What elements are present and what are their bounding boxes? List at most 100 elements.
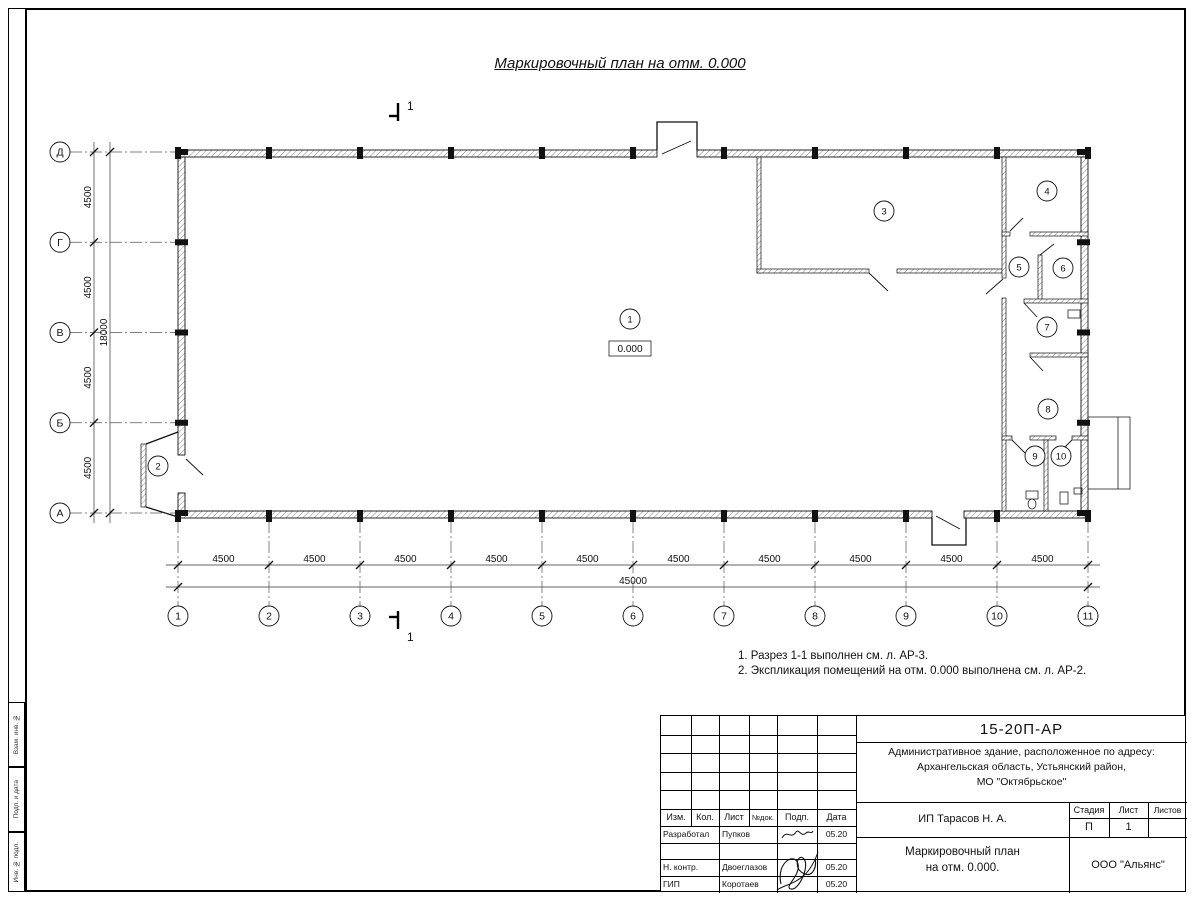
- tick: [992, 560, 1002, 570]
- grid-line: [661, 790, 856, 791]
- column-mark: [539, 147, 545, 159]
- section-mark-top: 1: [389, 99, 414, 121]
- column-mark: [1077, 419, 1090, 426]
- sheet-title-line: на отм. 0.000.: [925, 862, 1000, 874]
- axis-label: 11: [1083, 611, 1094, 623]
- column-mark: [448, 147, 454, 159]
- row-date: 05.20: [825, 879, 848, 889]
- drawing-title: Маркировочный план на отм. 0.000: [494, 55, 746, 72]
- row-name: Коротаев: [722, 879, 759, 889]
- axis-label: Б: [57, 417, 64, 429]
- grid-line: [1109, 802, 1110, 837]
- grid-line: [856, 742, 1187, 743]
- col-podp: Подп.: [785, 812, 809, 822]
- grid-line: [1069, 818, 1187, 819]
- dim-label: 4500: [667, 554, 690, 565]
- dim-label: 4500: [849, 554, 872, 565]
- axis-bubble: [49, 502, 71, 524]
- column-mark: [448, 510, 454, 522]
- tick: [105, 508, 115, 518]
- sheet-frame: [25, 8, 1186, 892]
- dim-label: 4500: [303, 554, 326, 565]
- col-izm: Изм.: [666, 812, 686, 822]
- exit-tambour-bottom: [931, 518, 967, 546]
- grid-line: [661, 859, 856, 860]
- tick: [901, 560, 911, 570]
- stage-label: Стадия: [1073, 805, 1105, 815]
- axis-label: Д: [56, 147, 63, 159]
- axis-bubble: [440, 605, 462, 627]
- tick: [173, 582, 183, 592]
- room-marker: [1036, 180, 1058, 202]
- dim-total-label: 45000: [619, 576, 647, 587]
- dim-label: 4500: [485, 554, 508, 565]
- column-mark: [175, 329, 188, 336]
- tick: [719, 560, 729, 570]
- axis-label: 6: [630, 611, 636, 623]
- axis-label: Г: [57, 237, 63, 249]
- axis-bubble: [713, 605, 735, 627]
- axis-bubble: [531, 605, 553, 627]
- grid-line: [856, 837, 1187, 838]
- row-role: ГИП: [663, 879, 680, 889]
- dim-label: 4500: [576, 554, 599, 565]
- dim-label: 4500: [83, 456, 94, 479]
- room-number: 7: [1044, 323, 1049, 334]
- grid-line: [691, 716, 692, 826]
- room-marker: [873, 200, 895, 222]
- axis-bubble: [167, 605, 189, 627]
- axis-label: 3: [357, 611, 363, 623]
- room-number: 1: [627, 315, 632, 326]
- axis-label: 9: [903, 611, 909, 623]
- room-marker: [1037, 398, 1059, 420]
- axis-bubble: [349, 605, 371, 627]
- grid-line: [661, 753, 856, 754]
- interior-partitions: [756, 156, 1089, 512]
- tick: [1083, 560, 1093, 570]
- axis-label: 5: [539, 611, 545, 623]
- room-marker: [619, 308, 641, 330]
- tick: [89, 418, 99, 428]
- axis-bubble: [622, 605, 644, 627]
- title-block: Изм. Кол. Лист №док. Подп. Дата Разработ…: [660, 715, 1187, 893]
- sheet-label: Лист: [1118, 805, 1139, 815]
- dim-label: 4500: [83, 186, 94, 209]
- axis-label: В: [56, 327, 63, 339]
- axis-label: 2: [266, 611, 272, 623]
- column-mark: [1077, 149, 1090, 155]
- grid-line: [1069, 802, 1070, 893]
- column-mark: [721, 147, 727, 159]
- strip-label: Подп. и дата: [13, 780, 20, 819]
- strip-label: Инв. № подл.: [13, 841, 20, 883]
- column-mark: [266, 147, 272, 159]
- column-mark: [903, 510, 909, 522]
- row-name: Двоеглазов: [722, 862, 768, 872]
- sheets-label: Листов: [1153, 805, 1182, 815]
- axis-bubble: [986, 605, 1008, 627]
- section-label: 1: [407, 99, 414, 113]
- grid-line: [856, 716, 857, 893]
- client-name: ИП Тарасов Н. А.: [918, 813, 1007, 825]
- room-marker: [1050, 445, 1072, 467]
- room-number: 9: [1032, 452, 1037, 463]
- tick: [89, 328, 99, 337]
- sanitary-fixtures: [1025, 309, 1083, 510]
- note-line: 1. Разрез 1-1 выполнен см. л. АР-3.: [738, 650, 929, 662]
- room-number: 10: [1056, 452, 1067, 463]
- axis-bubble: [49, 412, 71, 434]
- strip-box-podp: Подп. и дата: [8, 767, 25, 832]
- axis-label: А: [56, 508, 63, 520]
- col-data: Дата: [826, 812, 847, 822]
- grid-line: [856, 802, 1187, 803]
- exterior-walls: [177, 149, 1089, 519]
- grid-line: [817, 716, 818, 893]
- signature-scribble-large: [776, 851, 819, 891]
- row-role: Разработал: [663, 829, 710, 839]
- axis-bubble: [804, 605, 826, 627]
- elevation-text: 0.000: [617, 344, 642, 355]
- room-number: 5: [1016, 263, 1021, 274]
- object-line: МО "Октябрьское": [976, 776, 1067, 788]
- dim-label: 4500: [394, 554, 417, 565]
- column-mark: [994, 147, 1000, 159]
